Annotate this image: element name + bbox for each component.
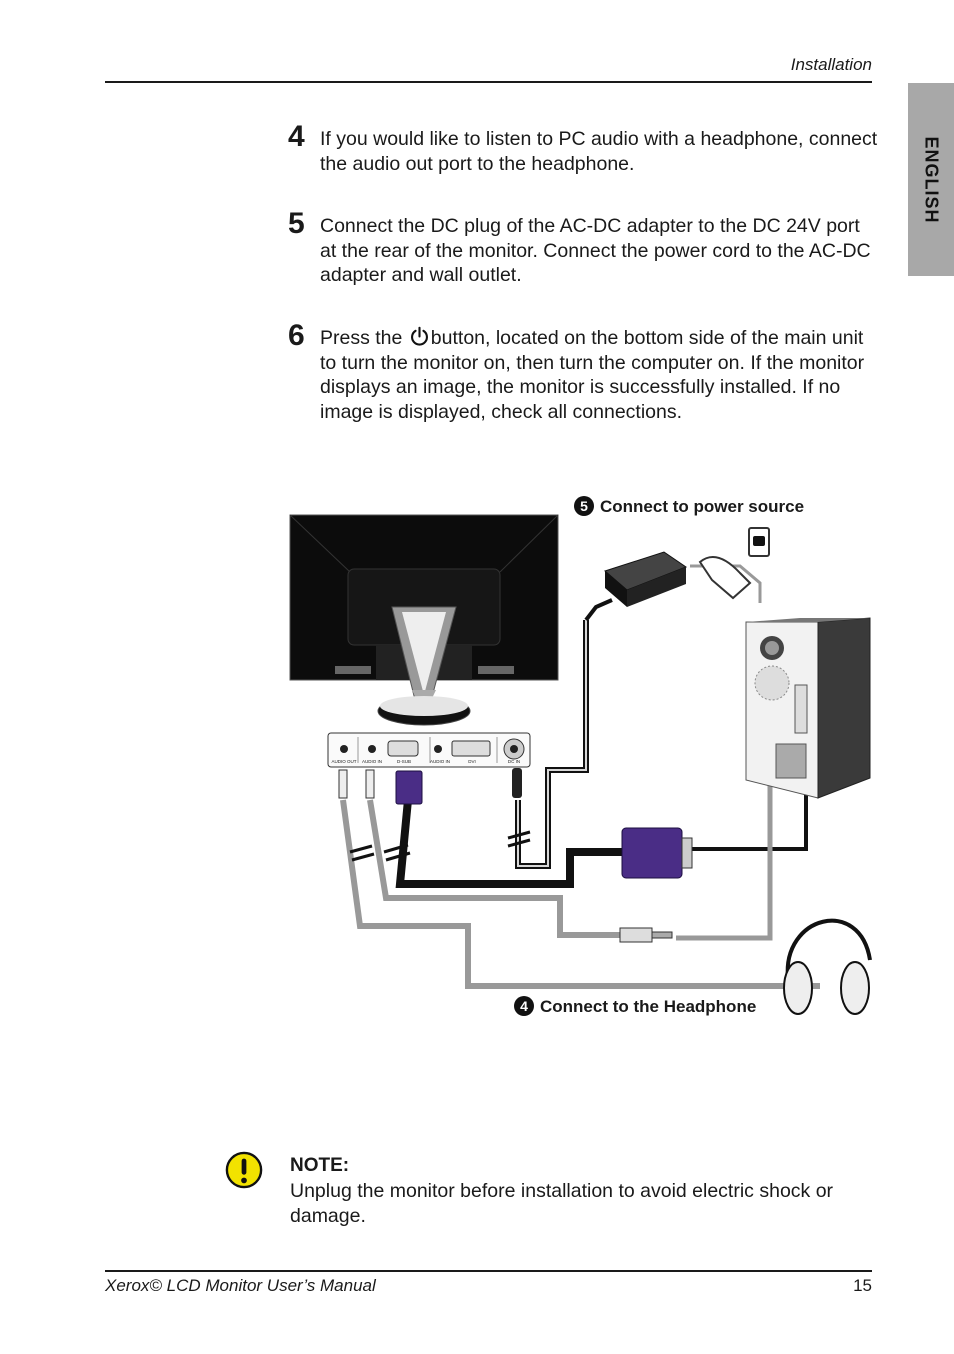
step-number: 4 (288, 120, 305, 153)
note-title: NOTE: (290, 1155, 350, 1176)
language-tab-label: ENGLISH (921, 135, 942, 224)
port-label: AUDIO OUT (331, 759, 356, 764)
power-icon (410, 326, 428, 346)
step-5: 5 Connect the DC plug of the AC-DC adapt… (288, 207, 878, 288)
step-4: 4 If you would like to listen to PC audi… (288, 120, 878, 176)
step-text-before: Press the (320, 327, 403, 349)
label-connect-power: 5 Connect to power source (574, 496, 804, 517)
port-panel (327, 732, 531, 768)
connection-diagram: AUDIO OUT AUDIO IN D-SUB AUDIO IN DVI DC IN (289, 514, 872, 1015)
port-label: DC IN (508, 759, 520, 764)
port-label: DVI (468, 759, 476, 764)
monitor-illustration (289, 514, 559, 726)
port-label-texts: AUDIO OUT AUDIO IN D-SUB AUDIO IN DVI DC IN (331, 759, 520, 764)
warning-icon (225, 1151, 263, 1189)
callout-number-icon: 5 (574, 496, 594, 516)
port-label: D-SUB (397, 759, 411, 764)
step-text: If you would like to listen to PC audio … (320, 128, 878, 175)
label-connect-power-text: Connect to power source (600, 497, 805, 516)
headphones-illustration (783, 918, 872, 1015)
language-tab: ENGLISH (908, 83, 954, 276)
header-rule (105, 81, 872, 83)
pc-tower (745, 617, 871, 799)
power-adapter (603, 527, 770, 607)
footer-page-number: 15 (853, 1276, 872, 1295)
footer-manual-title: Xerox© LCD Monitor User’s Manual (105, 1276, 376, 1295)
step-number: 5 (288, 207, 305, 240)
step-6: 6 Press the button, located on the botto… (288, 319, 878, 424)
step-text-after: button, located on the bottom side of th… (320, 327, 865, 423)
step-number: 6 (288, 319, 305, 352)
header-section-title: Installation (790, 55, 872, 74)
footer-rule (105, 1270, 872, 1272)
note-text: Unplug the monitor before installation t… (290, 1180, 834, 1227)
step-text: Connect the DC plug of the AC-DC adapter… (320, 215, 871, 286)
step-text: Press the button, located on the bottom … (320, 326, 878, 424)
connectors (338, 768, 693, 943)
port-label: AUDIO IN (430, 759, 450, 764)
label-connect-headphone-text: Connect to the Headphone (540, 997, 757, 1016)
port-label: AUDIO IN (362, 759, 382, 764)
callout-number-icon: 4 (514, 996, 534, 1016)
cables (340, 564, 820, 989)
label-connect-headphone: 4 Connect to the Headphone (514, 996, 756, 1017)
